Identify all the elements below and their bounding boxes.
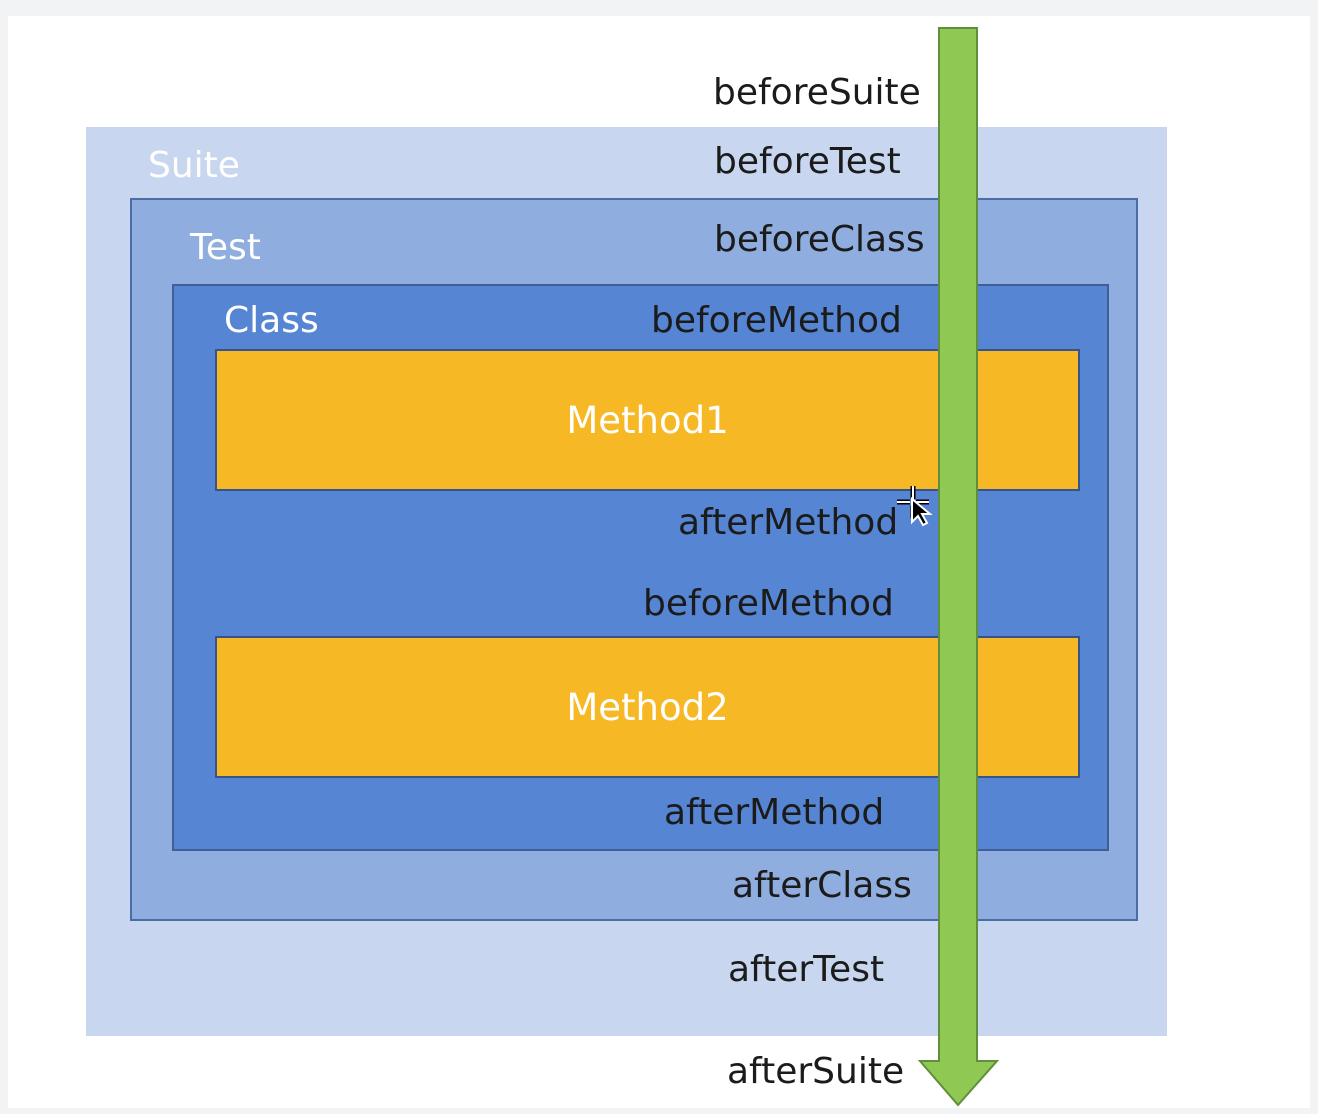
method2-box: Method2: [215, 636, 1080, 778]
hook-after-method-1: afterMethod: [678, 502, 899, 543]
hook-before-suite: beforeSuite: [713, 72, 921, 113]
hook-before-method-1: beforeMethod: [651, 300, 902, 341]
hook-before-class: beforeClass: [714, 219, 925, 260]
hook-before-test: beforeTest: [714, 141, 901, 182]
class-label: Class: [224, 300, 319, 341]
move-cursor-icon: [897, 486, 933, 527]
hook-before-method-2: beforeMethod: [643, 583, 894, 624]
test-label: Test: [190, 227, 261, 268]
hook-after-method-2: afterMethod: [664, 792, 885, 833]
hook-after-suite: afterSuite: [727, 1051, 905, 1092]
method1-label: Method1: [566, 398, 729, 442]
hook-after-class: afterClass: [732, 865, 912, 906]
method2-label: Method2: [566, 685, 729, 729]
method1-box: Method1: [215, 349, 1080, 491]
suite-label: Suite: [148, 145, 240, 186]
hook-after-test: afterTest: [728, 949, 885, 990]
